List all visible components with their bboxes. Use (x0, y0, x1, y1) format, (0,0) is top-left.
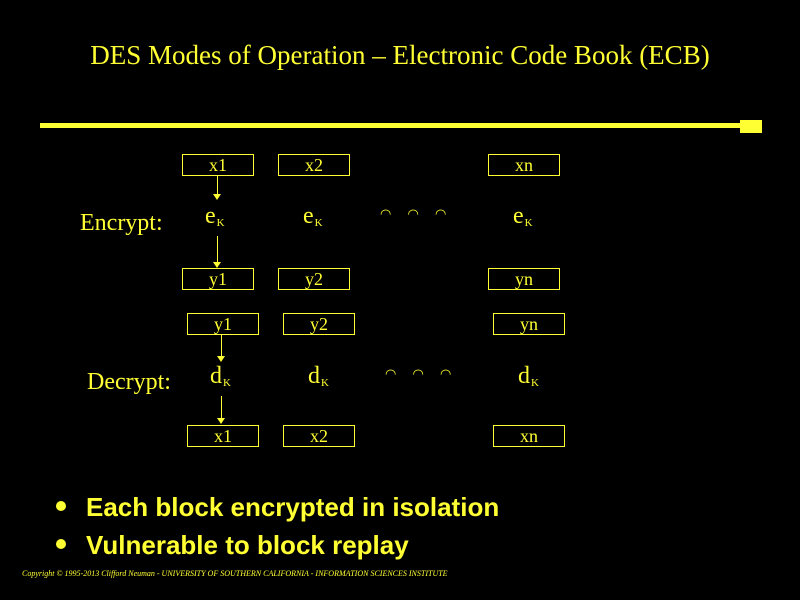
title-divider-end (740, 120, 762, 133)
decrypt-function-symbol: d (308, 363, 320, 389)
encrypt-arrow-out-head (213, 262, 221, 268)
decrypt-input-block-1: y1 (187, 313, 259, 335)
bullet-item: Each block encrypted in isolation (56, 490, 499, 528)
encrypt-arrow-in-line (217, 176, 218, 195)
encrypt-function-symbol: e (513, 203, 524, 229)
encrypt-arrow-in-head (213, 194, 221, 200)
bullet-text: Vulnerable to block replay (86, 530, 409, 560)
title-divider (40, 123, 740, 128)
encrypt-function-key: K (216, 217, 225, 229)
encrypt-arrow-out-line (217, 236, 218, 263)
decrypt-input-block-n: yn (493, 313, 565, 335)
bullet-dot-icon (56, 501, 66, 511)
decrypt-arrow-out-head (217, 418, 225, 424)
encrypt-input-block-2: x2 (278, 154, 350, 176)
encrypt-function-symbol: e (303, 203, 314, 229)
decrypt-output-block-2: x2 (283, 425, 355, 447)
decrypt-function-n: dK (518, 363, 539, 390)
encrypt-input-block-n: xn (488, 154, 560, 176)
decrypt-label: Decrypt: (87, 369, 171, 395)
encrypt-output-block-n: yn (488, 268, 560, 290)
encrypt-output-block-1: y1 (182, 268, 254, 290)
decrypt-output-block-1: x1 (187, 425, 259, 447)
bullet-item: Vulnerable to block replay (56, 528, 499, 566)
decrypt-output-block-n: xn (493, 425, 565, 447)
encrypt-output-block-2: y2 (278, 268, 350, 290)
decrypt-arrow-in-head (217, 356, 225, 362)
decrypt-arrow-out-line (221, 396, 222, 419)
encrypt-function-key: K (314, 217, 323, 229)
bullet-list: Each block encrypted in isolation Vulner… (56, 490, 499, 566)
decrypt-function-key: K (531, 377, 539, 389)
decrypt-function-2: dK (308, 363, 329, 390)
encrypt-function-1: eK (205, 203, 225, 230)
decrypt-function-key: K (321, 377, 329, 389)
decrypt-function-symbol: d (518, 363, 530, 389)
decrypt-function-symbol: d (210, 363, 222, 389)
decrypt-arrow-in-line (221, 335, 222, 357)
slide-title: DES Modes of Operation – Electronic Code… (90, 40, 710, 70)
encrypt-label: Encrypt: (80, 210, 163, 236)
encrypt-ellipsis: ◠ ◠ ◠ (380, 207, 453, 222)
decrypt-ellipsis: ◠ ◠ ◠ (385, 367, 458, 382)
encrypt-function-key: K (524, 217, 533, 229)
encrypt-function-n: eK (513, 203, 533, 230)
encrypt-function-symbol: e (205, 203, 216, 229)
decrypt-input-block-2: y2 (283, 313, 355, 335)
bullet-dot-icon (56, 539, 66, 549)
copyright-footer: Copyright © 1995-2013 Clifford Neuman - … (22, 569, 448, 578)
encrypt-function-2: eK (303, 203, 323, 230)
decrypt-function-key: K (223, 377, 231, 389)
bullet-text: Each block encrypted in isolation (86, 492, 500, 522)
encrypt-input-block-1: x1 (182, 154, 254, 176)
decrypt-function-1: dK (210, 363, 231, 390)
